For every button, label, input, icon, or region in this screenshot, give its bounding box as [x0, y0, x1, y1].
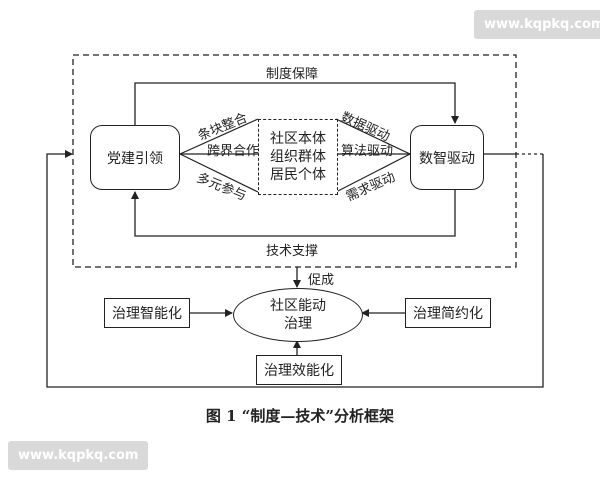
edge-top-arrow	[134, 82, 459, 125]
watermark-top: www.kqpkq.com	[474, 10, 600, 39]
center-line-1: 社区本体	[270, 131, 326, 147]
node-community-governance: 社区能动 治理	[233, 288, 363, 342]
node-community-subjects: 社区本体 组织群体 居民个体	[258, 119, 338, 195]
figure-caption: 图 1 “制度—技术”分析框架	[205, 407, 395, 425]
outcome-line-2: 治理	[284, 316, 312, 332]
node-digital-drive: 数智驱动	[410, 125, 484, 190]
node-party-leadership-label: 党建引领	[107, 150, 163, 167]
node-governance-intelligent: 治理智能化	[104, 298, 190, 328]
edge-left-upper	[179, 118, 259, 155]
watermark-bottom: www.kqpkq.com	[8, 441, 149, 470]
node-digital-drive-label: 数智驱动	[419, 150, 475, 167]
node-governance-effective: 治理效能化	[256, 355, 342, 385]
node-governance-intelligent-label: 治理智能化	[112, 306, 182, 322]
node-party-leadership: 党建引领	[90, 125, 180, 190]
label-algorithm-driven: 算法驱动	[341, 144, 394, 159]
edge-left-lower	[179, 153, 259, 193]
label-promote: 促成	[308, 273, 335, 288]
label-technical-support: 技术支撑	[266, 244, 319, 259]
center-line-3: 居民个体	[270, 167, 326, 183]
node-governance-effective-label: 治理效能化	[264, 363, 334, 379]
system-frame	[72, 54, 517, 268]
edge-right-lower	[335, 153, 411, 193]
node-governance-simplified-label: 治理简约化	[413, 306, 483, 322]
edge-bottom-arrow	[131, 190, 456, 237]
edge-right-upper	[335, 118, 411, 155]
outcome-line-1: 社区能动	[270, 298, 326, 314]
node-governance-simplified: 治理简约化	[405, 298, 491, 328]
label-cross-boundary: 跨界合作	[207, 144, 260, 159]
edge-feedback-loop	[46, 150, 544, 388]
label-institutional-guarantee: 制度保障	[266, 67, 319, 82]
center-line-2: 组织群体	[270, 149, 326, 165]
